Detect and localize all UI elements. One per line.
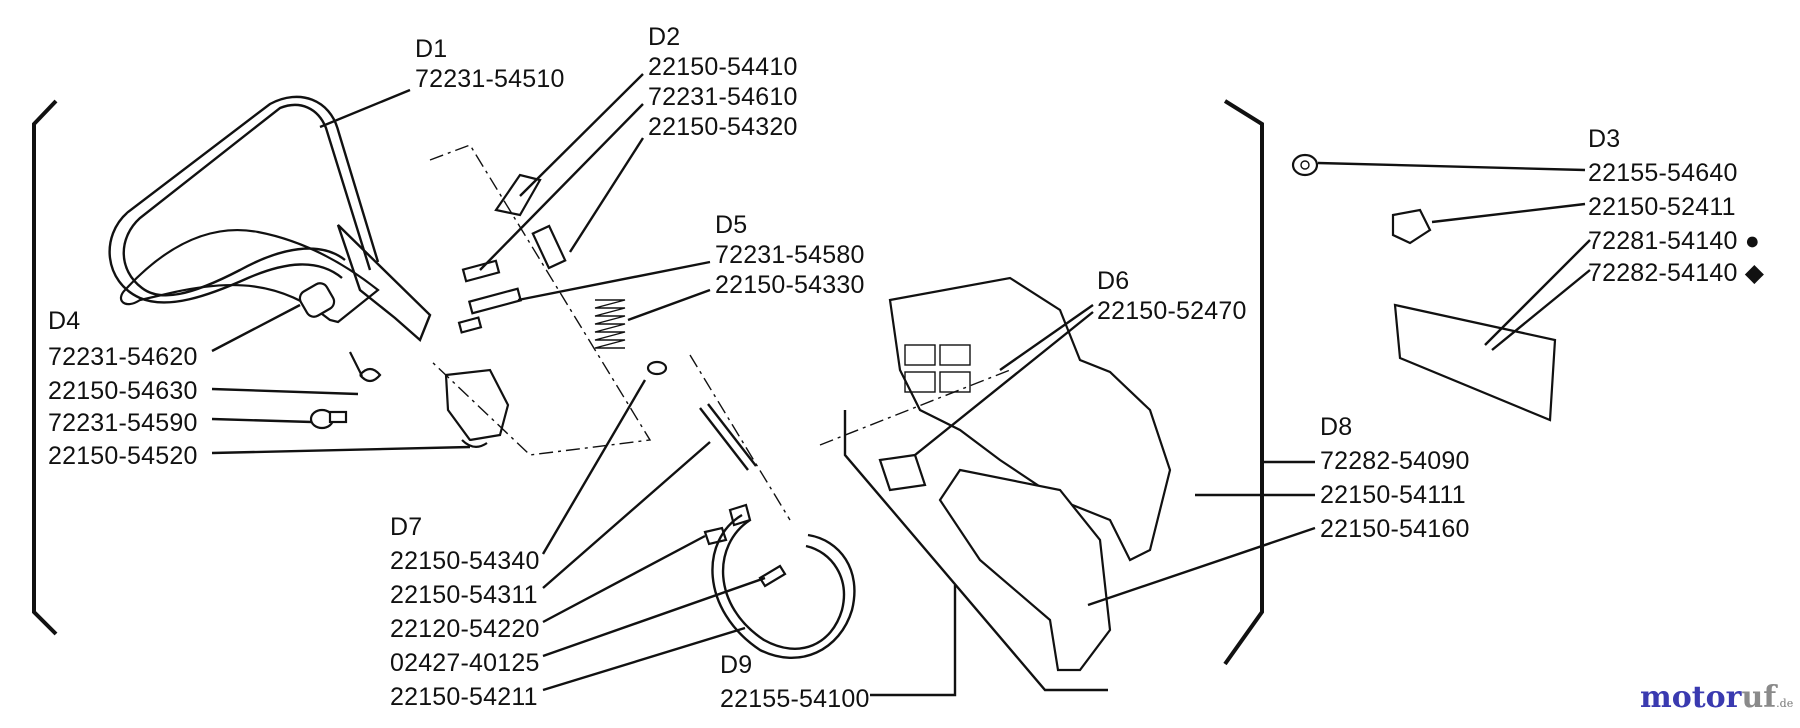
leader-d6 <box>914 311 1094 456</box>
part-number: 22150-52470 <box>1097 297 1247 325</box>
watermark-logo: motoruf.de <box>1640 680 1793 715</box>
leader-d2-1 <box>519 73 644 197</box>
callout-id: D9 <box>720 651 753 679</box>
leader-d3-1 <box>1317 161 1586 172</box>
leader-d5-1 <box>517 260 711 302</box>
part-number: 22150-54410 <box>648 53 798 81</box>
part-number: 22120-54220 <box>390 615 540 643</box>
callout-id: D4 <box>48 307 81 335</box>
callout-d9: D9 22155-54100 <box>720 650 870 714</box>
part-number: 22150-54311 <box>390 581 538 609</box>
callout-id: D3 <box>1588 125 1621 153</box>
part-number: 22155-54640 <box>1588 159 1738 187</box>
callout-id: D8 <box>1320 413 1353 441</box>
leader-d2-3 <box>568 137 645 253</box>
leader-d9 <box>870 585 957 697</box>
callout-id: D6 <box>1097 267 1130 295</box>
leader-d4-4 <box>211 445 471 455</box>
brake-band-part <box>699 403 856 660</box>
callout-id: D2 <box>648 23 681 51</box>
leader-d7-2 <box>542 441 711 589</box>
leader-d3-4 <box>1491 269 1591 351</box>
callout-d6: D6 22150-52470 <box>1097 266 1247 326</box>
front-handle-part <box>108 95 432 343</box>
part-number: 72281-54140 ● <box>1588 227 1761 255</box>
callout-d5: D5 72231-54580 22150-54330 <box>715 210 865 300</box>
alignment-line-1 <box>429 144 652 456</box>
leader-d4-2 <box>211 387 359 396</box>
leader-d7-3 <box>542 534 706 624</box>
alignment-line-2 <box>689 354 791 521</box>
leader-d1 <box>319 88 411 129</box>
part-number: 22150-54320 <box>648 113 798 141</box>
callout-d3: D3 22155-54640 22150-52411 72281-54140 ●… <box>1588 124 1764 288</box>
part-number: 72231-54580 <box>715 241 865 269</box>
part-number: 72231-54590 <box>48 409 198 437</box>
d3-parts <box>1291 153 1557 422</box>
part-number: 72231-54510 <box>415 65 565 93</box>
part-number: 22150-54330 <box>715 271 865 299</box>
callout-d4: D4 72231-54620 22150-54630 72231-54590 2… <box>48 306 198 471</box>
part-number: 72282-54090 <box>1320 447 1470 475</box>
part-number: 22150-52411 <box>1588 193 1736 221</box>
part-number: 22150-54111 <box>1320 481 1466 509</box>
alignment-line-3 <box>819 369 1011 446</box>
leader-d7-5 <box>542 626 746 692</box>
spring-part <box>594 299 668 376</box>
leader-d3-2 <box>1431 202 1586 224</box>
left-bracket <box>32 99 58 636</box>
leader-d3-3 <box>1484 239 1591 346</box>
right-bracket <box>1223 99 1264 666</box>
part-number: 22150-54340 <box>390 547 540 575</box>
leader-d8-3 <box>1087 526 1316 607</box>
d4-parts <box>298 282 510 448</box>
watermark-main: motor <box>1640 680 1742 715</box>
callout-d7: D7 22150-54340 22150-54311 22120-54220 0… <box>390 512 540 712</box>
part-number: 22150-54160 <box>1320 515 1470 543</box>
leader-d4-1 <box>211 303 301 353</box>
callout-id: D5 <box>715 211 748 239</box>
watermark-suffix: .de <box>1776 697 1794 710</box>
leader-d2-2 <box>479 103 644 271</box>
part-number: 22155-54100 <box>720 685 870 713</box>
part-number: 02427-40125 <box>390 649 540 677</box>
part-number: 22150-54520 <box>48 442 198 470</box>
side-cover-part <box>843 276 1172 692</box>
leader-d7-4 <box>542 576 766 658</box>
leader-d6b <box>999 304 1094 371</box>
part-number: 72282-54140 ◆ <box>1588 259 1765 287</box>
callout-d8: D8 72282-54090 22150-54111 22150-54160 <box>1320 412 1470 544</box>
part-number: 72231-54610 <box>648 83 798 111</box>
callout-id: D1 <box>415 35 448 63</box>
callout-d2: D2 22150-54410 72231-54610 22150-54320 <box>648 22 798 142</box>
leader-d5-2 <box>627 288 711 322</box>
callout-id: D7 <box>390 513 423 541</box>
leader-d4-3 <box>211 417 313 424</box>
part-number: 22150-54630 <box>48 377 198 405</box>
leader-d7-1 <box>541 379 647 555</box>
callout-d1: D1 72231-54510 <box>415 34 565 94</box>
part-number: 22150-54211 <box>390 683 538 711</box>
part-number: 72231-54620 <box>48 343 198 371</box>
watermark-accent: uf <box>1741 680 1777 715</box>
